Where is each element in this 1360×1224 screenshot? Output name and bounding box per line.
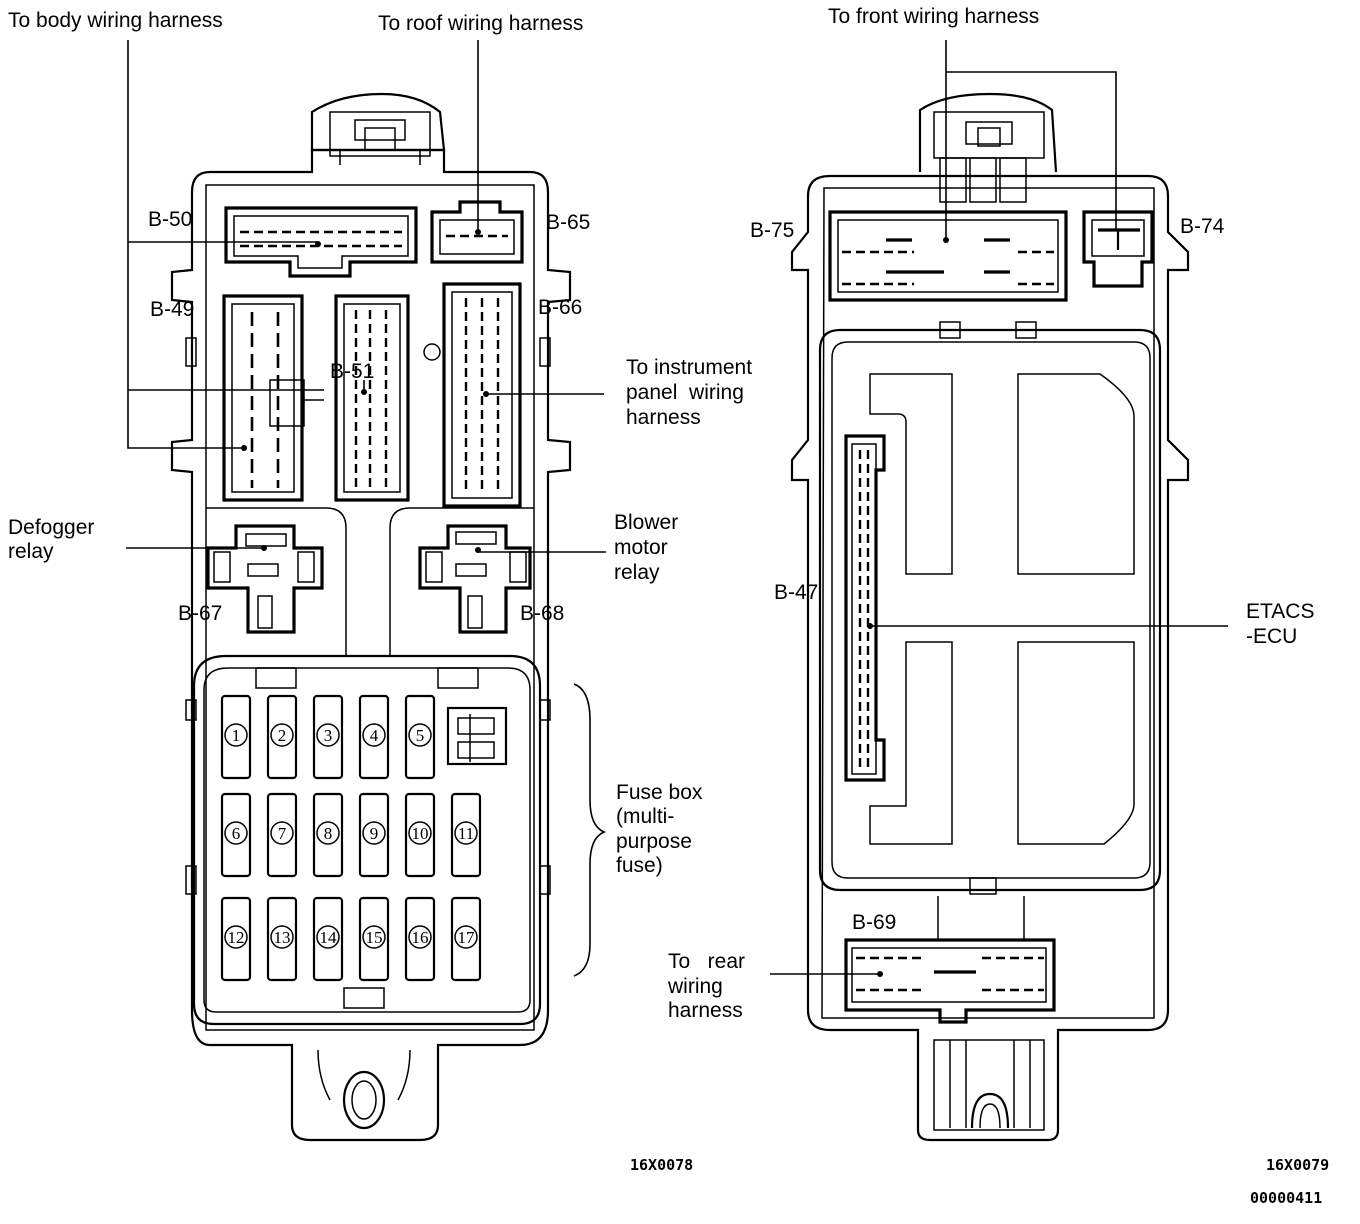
- label-etacs-ecu: ETACS -ECU: [1246, 600, 1314, 648]
- fuse-slot: 15: [358, 896, 390, 982]
- label-to-roof-wiring-harness: To roof wiring harness: [378, 12, 583, 35]
- fuse-slot: 14: [312, 896, 344, 982]
- fuse-number: 13: [274, 928, 291, 947]
- fuse-number: 14: [320, 928, 338, 947]
- svg-text:relay: relay: [614, 561, 660, 584]
- connector-b66-label: B-66: [538, 296, 582, 319]
- fuse-number: 3: [324, 726, 333, 745]
- label-to-body-wiring-harness: To body wiring harness: [8, 9, 223, 32]
- connector-b51-label: B-51: [330, 360, 374, 383]
- connector-b67-label: B-67: [178, 602, 222, 625]
- fuse-slot: 4: [358, 694, 390, 780]
- fuse-number: 9: [370, 824, 379, 843]
- fuse-slot: 2: [266, 694, 298, 780]
- fuse-number: 5: [416, 726, 425, 745]
- svg-text:To instrument: To instrument: [626, 356, 752, 379]
- label-blower-motor-relay: Blower motor relay: [614, 511, 678, 584]
- fuse-number: 8: [324, 824, 333, 843]
- fuse-slot: 3: [312, 694, 344, 780]
- fuse-slot: 11: [450, 792, 482, 878]
- label-to-rear-wiring-harness: To rear wiring harness: [667, 950, 745, 1022]
- fuse-slot: 5: [404, 694, 436, 780]
- blower-motor-relay-socket: [418, 524, 532, 634]
- fuse-slot: 9: [358, 792, 390, 878]
- fuse-slot: 7: [266, 792, 298, 878]
- svg-text:panel wiring: panel wiring: [626, 381, 744, 404]
- svg-text:(multi-: (multi-: [616, 805, 674, 828]
- fuse-number: 7: [278, 824, 287, 843]
- connector-b75-label: B-75: [750, 219, 794, 242]
- fuse-slot: 1: [220, 694, 252, 780]
- defogger-relay-socket: [206, 524, 324, 634]
- svg-text:purpose: purpose: [616, 830, 692, 853]
- fuse-slot: 17: [450, 896, 482, 982]
- fuse-number: 12: [228, 928, 245, 947]
- fuse-number: 15: [366, 928, 383, 947]
- fuse-slot: 16: [404, 896, 436, 982]
- fuse-number: 4: [370, 726, 379, 745]
- fuse-number: 2: [278, 726, 287, 745]
- fuse-slot: 12: [220, 896, 252, 982]
- right-junction-block: [790, 92, 1190, 1142]
- fuse-number: 6: [232, 824, 241, 843]
- connector-b74-label: B-74: [1180, 215, 1225, 238]
- svg-text:Blower: Blower: [614, 511, 678, 534]
- right-leader-lines: [770, 40, 1228, 975]
- connector-b49-label: B-49: [150, 298, 194, 321]
- svg-text:harness: harness: [626, 406, 701, 429]
- fuse-number: 1: [232, 726, 241, 745]
- figure-code-right: 16X0079: [1266, 1156, 1329, 1174]
- fuse-number: 17: [458, 928, 476, 947]
- svg-text:ETACS: ETACS: [1246, 600, 1314, 623]
- fuse-slot: 6: [220, 792, 252, 878]
- connector-b65-label: B-65: [546, 211, 590, 234]
- connector-b69-label: B-69: [852, 911, 896, 934]
- fuse-slot: 10: [404, 792, 436, 878]
- left-leader-lines: [126, 40, 607, 977]
- connector-b50-label: B-50: [148, 208, 192, 231]
- svg-text:Defogger: Defogger: [8, 516, 94, 539]
- svg-text:Fuse box: Fuse box: [616, 781, 703, 804]
- fuse-slot: 13: [266, 896, 298, 982]
- document-code: 00000411: [1250, 1189, 1322, 1207]
- figure-code-left: 16X0078: [630, 1156, 693, 1174]
- fuse-slot: 8: [312, 792, 344, 878]
- left-junction-block: [170, 92, 572, 1142]
- svg-text:To rear: To rear: [668, 950, 745, 973]
- svg-text:relay: relay: [8, 540, 54, 563]
- fuse-number: 10: [412, 824, 429, 843]
- svg-text:motor: motor: [614, 536, 668, 559]
- svg-text:harness: harness: [668, 999, 743, 1022]
- connector-b68-label: B-68: [520, 602, 564, 625]
- svg-text:wiring: wiring: [667, 975, 723, 998]
- svg-text:-ECU: -ECU: [1246, 625, 1297, 648]
- fuse-number: 16: [412, 928, 429, 947]
- label-defogger-relay: Defogger relay: [8, 516, 94, 563]
- label-to-instrument-panel-wiring-harness: To instrument panel wiring harness: [626, 356, 752, 429]
- connector-b47-label: B-47: [774, 581, 818, 604]
- label-fuse-box: Fuse box (multi- purpose fuse): [616, 781, 703, 877]
- fuse-number: 11: [458, 824, 474, 843]
- svg-text:fuse): fuse): [616, 854, 663, 877]
- label-to-front-wiring-harness: To front wiring harness: [828, 5, 1039, 28]
